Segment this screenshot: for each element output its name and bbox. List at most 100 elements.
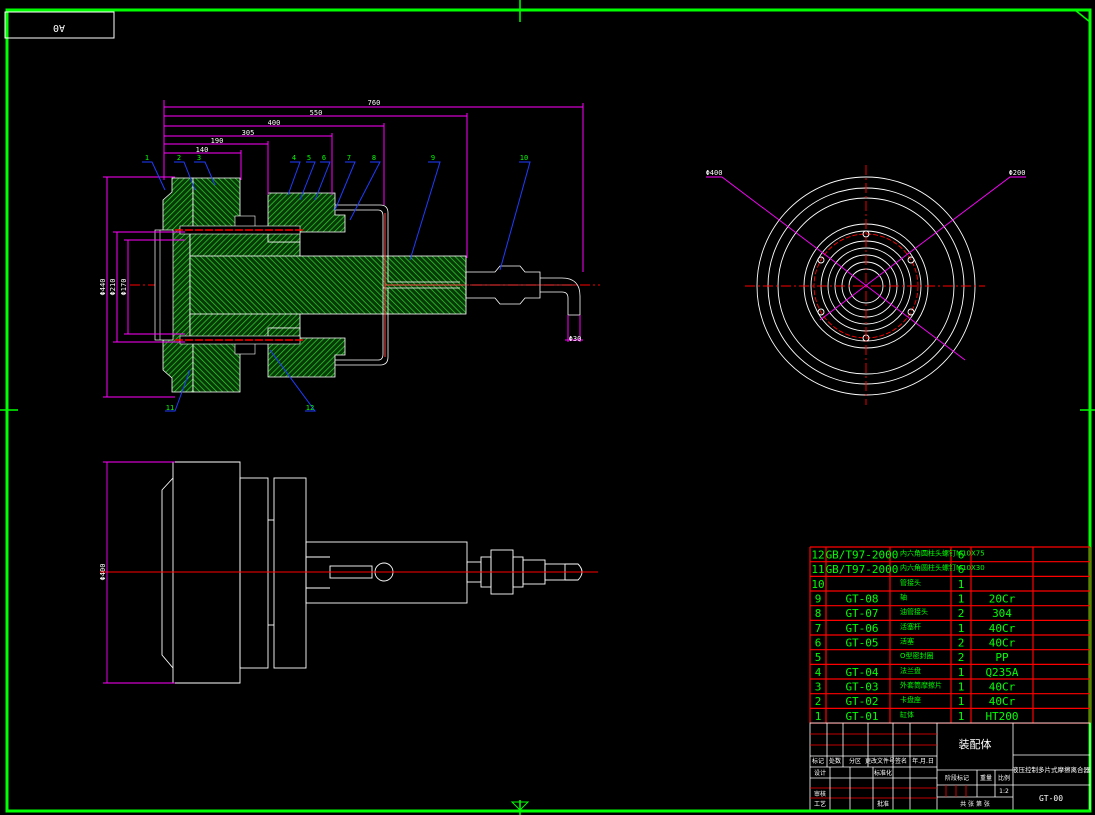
balloon-leaders [142,161,531,412]
dim-190: 190 [211,137,224,145]
bom-no: 9 [815,593,822,606]
dim-d30: Φ30 [569,335,582,343]
bom-qty: 1 [958,593,965,606]
bom-material: 20Cr [989,593,1016,606]
section-view: 760 550 400 305 190 140 Φ440 Φ210 Φ170 Φ… [99,99,600,412]
bom-qty: 1 [958,622,965,635]
bom-qty: 1 [958,666,965,679]
scale-value: 1:2 [999,788,1009,795]
bom-name: 活塞杆 [900,622,921,631]
bom-material: 40Cr [989,695,1016,708]
bom-material: PP [995,651,1009,664]
label-mark: 标记 [812,757,824,765]
label-approve: 批准 [877,800,889,808]
bom-name: 轴 [900,593,907,602]
bom-name: 缸体 [900,710,914,719]
dim-140: 140 [196,146,209,154]
balloon-3: 3 [197,154,201,162]
bom-name: 内六角圆柱头螺钉M10X30 [900,563,985,572]
bom-name: 卡盘座 [900,695,921,704]
bom-name: O型密封圈 [900,651,934,660]
balloon-2: 2 [177,154,181,162]
drawing-title: 液压控制多片式摩擦离合器 [1012,765,1091,774]
bom-code: GB/T97-2000 [826,563,899,576]
bom-code: GT-01 [845,710,878,723]
left-dimensions [103,176,583,398]
label-sign: 签名 [895,757,907,765]
top-dimensions [163,100,584,272]
bom-no: 10 [811,578,824,591]
bom-no: 3 [815,681,822,694]
bom-code: GT-04 [845,666,878,679]
part-10-fitting [465,265,581,316]
end-view [706,165,1026,405]
bom-name: 油管接头 [900,607,928,616]
sheet-size-box: A0 [4,11,115,39]
bom-material: 40Cr [989,637,1016,650]
bom-name: 外套筒摩擦片 [900,681,942,690]
bom-code: GT-03 [845,681,878,694]
bom-no: 5 [815,651,822,664]
bom-name: 内六角圆柱头螺钉M10X75 [900,549,985,558]
bom-no: 2 [815,695,822,708]
bom-qty: 6 [958,549,965,562]
bom-no: 11 [811,563,824,576]
balloon-4: 4 [292,154,296,162]
bom-material: HT200 [985,710,1018,723]
drawing-number: GT-00 [1039,794,1063,803]
sheet-size-label: A0 [53,22,65,33]
bom-qty: 1 [958,710,965,723]
end-view-dim-d200: Φ200 [1009,169,1026,177]
balloon-5: 5 [307,154,311,162]
bom-code: GT-02 [845,695,878,708]
label-review: 审核 [814,790,826,798]
bom-name: 活塞 [900,637,914,646]
end-view-dim-d400: Φ400 [706,169,723,177]
label-design: 设计 [814,769,826,777]
label-stage: 阶段标记 [945,774,969,782]
balloon-1: 1 [145,154,149,162]
label-scale: 比例 [998,774,1010,782]
label-zone: 分区 [849,757,861,765]
label-weight: 重量 [980,774,992,782]
bom-qty: 1 [958,695,965,708]
dim-305: 305 [242,129,255,137]
balloon-11: 11 [166,404,174,412]
bom-qty: 1 [958,681,965,694]
part-6-piston-bottom [267,327,346,378]
bom-no: 4 [815,666,822,679]
label-process: 工艺 [814,800,826,808]
label-count: 处数 [829,757,841,765]
bom-code: GT-07 [845,607,878,620]
label-date: 年.月.日 [912,757,934,765]
balloon-8: 8 [372,154,376,162]
side-view-dim-d400: Φ400 [99,564,107,581]
dim-d440: Φ440 [99,279,107,296]
bom-qty: 2 [958,607,965,620]
dim-760: 760 [368,99,381,107]
part-6-piston-top [267,192,346,243]
bom-qty: 2 [958,637,965,650]
bom-material: 40Cr [989,681,1016,694]
bom-no: 1 [815,710,822,723]
part-2-bottom [192,341,241,393]
bom-material: 304 [992,607,1012,620]
balloon-10: 10 [520,154,528,162]
label-sheets: 共 张 第 张 [960,800,990,808]
bom-code: GB/T97-2000 [826,549,899,562]
balloon-9: 9 [431,154,435,162]
balloon-6: 6 [322,154,326,162]
bom-no: 12 [811,549,824,562]
balloon-7: 7 [347,154,351,162]
bom-no: 6 [815,637,822,650]
bom-code: GT-08 [845,593,878,606]
oil-pipes [335,204,465,366]
balloon-12: 12 [306,404,314,412]
bom-material: Q235A [985,666,1018,679]
label-standard: 标准化 [874,769,892,777]
label-change-doc: 更改文件号 [865,757,895,765]
bom-code: GT-05 [845,637,878,650]
